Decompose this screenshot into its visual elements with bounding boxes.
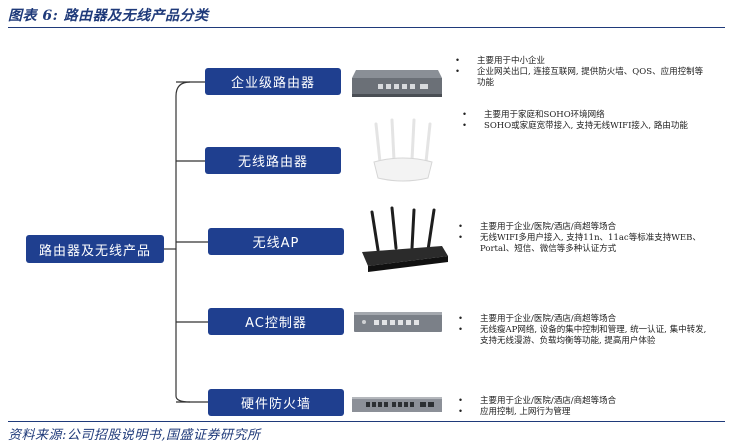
- category-hardware-firewall: 硬件防火墙: [208, 389, 344, 416]
- desc-bullet: 主要用于家庭和SOHO环境网络: [462, 110, 712, 121]
- desc-bullet: 主要用于企业/医院/酒店/商超等场合: [458, 222, 713, 233]
- category-enterprise-router: 企业级路由器: [205, 68, 341, 95]
- desc-bullet: 主要用于中小企业: [455, 56, 705, 67]
- desc-wireless-router: 主要用于家庭和SOHO环境网络 SOHO或家庭宽带接入, 支持无线WIFI接入,…: [462, 110, 712, 132]
- category-wireless-router: 无线路由器: [205, 147, 341, 174]
- desc-bullet: 无线WIFI多用户接入, 支持11n、11ac等标准支持WEB、Portal、短…: [458, 233, 713, 255]
- desc-bullet: 应用控制, 上网行为管理: [458, 407, 713, 418]
- desc-hardware-firewall: 主要用于企业/医院/酒店/商超等场合 应用控制, 上网行为管理: [458, 396, 713, 418]
- figure-title: 图表 6: 路由器及无线产品分类: [8, 8, 209, 24]
- category-wireless-ap: 无线AP: [208, 228, 344, 255]
- ac-controller-icon: [354, 312, 442, 332]
- enterprise-router-icon: [352, 70, 442, 97]
- desc-bullet: SOHO或家庭宽带接入, 支持无线WIFI接入, 路由功能: [462, 121, 712, 132]
- category-ac-controller: AC控制器: [208, 308, 344, 335]
- bottom-rule: [8, 421, 725, 422]
- top-rule: [8, 27, 725, 28]
- desc-enterprise-router: 主要用于中小企业 企业网关出口, 连接互联网, 提供防火墙、QOS、应用控制等功…: [455, 56, 705, 89]
- wireless-ap-icon: [362, 206, 448, 272]
- desc-ac-controller: 主要用于企业/医院/酒店/商超等场合 无线瘦AP网络, 设备的集中控制和管理, …: [458, 314, 713, 347]
- hardware-firewall-icon: [352, 397, 442, 412]
- root-node: 路由器及无线产品: [26, 235, 164, 263]
- desc-bullet: 无线瘦AP网络, 设备的集中控制和管理, 统一认证, 集中转发, 支持无线漫游、…: [458, 325, 713, 347]
- desc-bullet: 主要用于企业/医院/酒店/商超等场合: [458, 314, 713, 325]
- desc-wireless-ap: 主要用于企业/医院/酒店/商超等场合 无线WIFI多用户接入, 支持11n、11…: [458, 222, 713, 255]
- desc-bullet: 企业网关出口, 连接互联网, 提供防火墙、QOS、应用控制等功能: [455, 67, 705, 89]
- desc-bullet: 主要用于企业/医院/酒店/商超等场合: [458, 396, 713, 407]
- source-note: 资料来源:公司招股说明书,国盛证券研究所: [8, 428, 261, 443]
- wireless-router-icon: [373, 118, 433, 182]
